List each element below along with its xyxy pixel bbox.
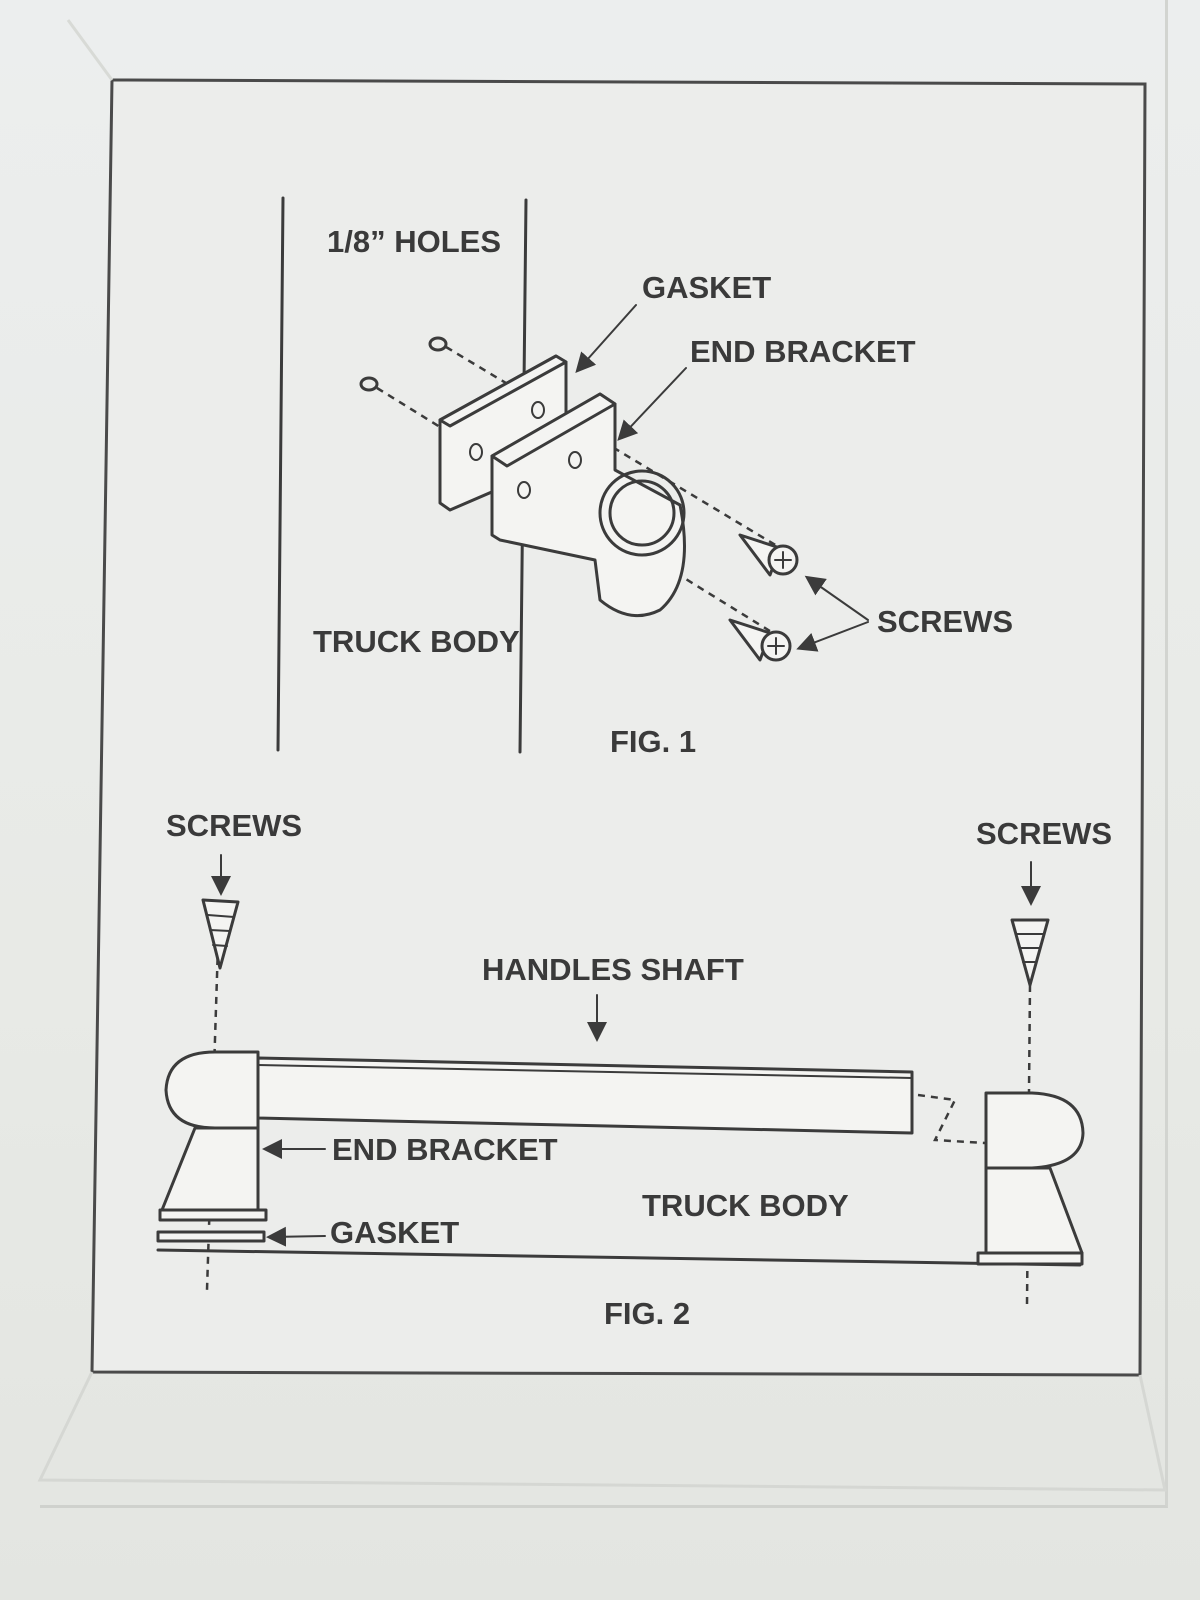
screws-right-label: SCREWS — [976, 816, 1112, 851]
right-end-bracket — [976, 1091, 1085, 1266]
end-bracket-label: END BRACKET — [690, 334, 916, 369]
packaging-tray-edge — [40, 0, 1168, 1508]
card-border — [37, 19, 1167, 1492]
truck-body-label: TRUCK BODY — [313, 624, 520, 659]
arrow-icon — [617, 367, 687, 441]
screw-icon — [728, 618, 792, 662]
hole-icon — [359, 376, 379, 392]
left-end-bracket — [158, 1050, 268, 1222]
holes-label: 1/8” HOLES — [327, 224, 501, 259]
gasket-label: GASKET — [330, 1215, 459, 1250]
gasket-label: GASKET — [642, 270, 771, 305]
left-gasket — [156, 1230, 266, 1243]
handle-shaft — [256, 1056, 914, 1135]
figure-1-caption: FIG. 1 — [610, 724, 696, 759]
arrow-icon — [575, 304, 637, 373]
screws-label: SCREWS — [877, 604, 1013, 639]
end-bracket-label: END BRACKET — [332, 1132, 558, 1167]
arrow-icon — [804, 575, 869, 621]
truck-body-line — [156, 1248, 1082, 1267]
figure-1: 1/8” HOLES GASKET END BRACKET SCREWS TRU… — [276, 196, 1013, 759]
hole-icon — [428, 336, 448, 352]
arrow-icon — [266, 1226, 326, 1247]
screw-icon — [1010, 918, 1050, 987]
screw-icon — [738, 533, 799, 577]
handles-shaft-label: HANDLES SHAFT — [482, 952, 744, 987]
figure-2: SCREWS SCREWS HANDLES SHAFT END BRACKET … — [156, 808, 1112, 1331]
arrow-icon — [796, 621, 869, 652]
figure-2-caption: FIG. 2 — [604, 1296, 690, 1331]
truck-body-label: TRUCK BODY — [642, 1188, 849, 1223]
screws-left-label: SCREWS — [166, 808, 302, 843]
screw-icon — [201, 898, 240, 970]
end-bracket — [490, 392, 686, 618]
truck-body-left-line — [276, 196, 285, 752]
